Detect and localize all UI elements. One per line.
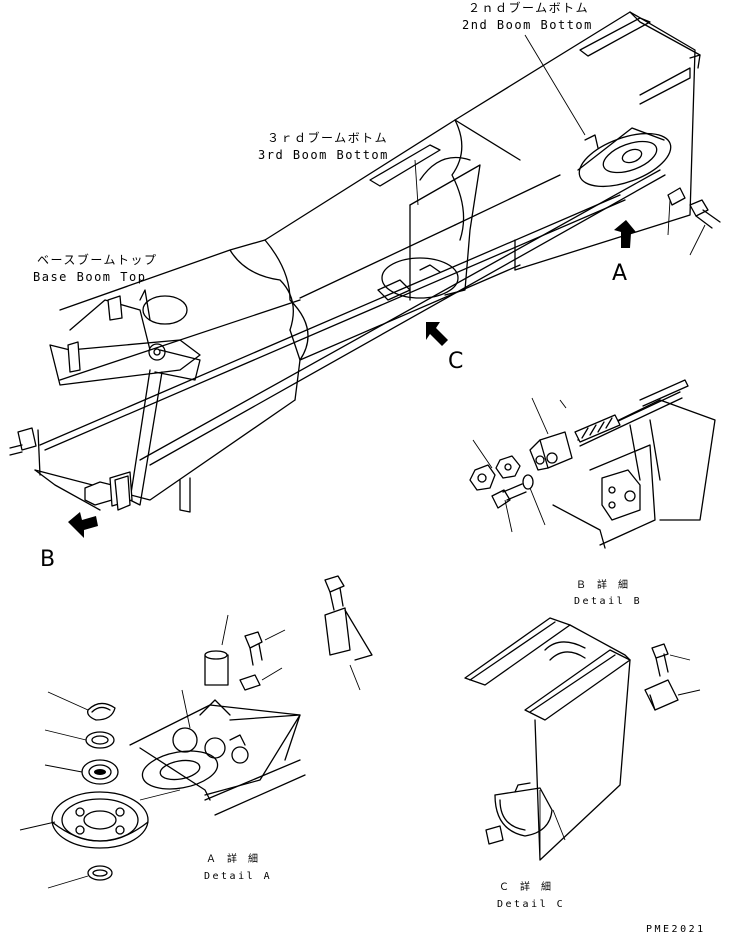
detail-a-drawing [19, 575, 373, 889]
detail-b-drawing [469, 379, 716, 549]
label-base-boom-top: ベースブームトップ Base Boom Top [33, 252, 158, 284]
bolt-a-top [667, 187, 721, 256]
drawing-code: PME2021 [646, 924, 706, 935]
label-3rd-boom-bottom: ３ｒｄブームボトム 3rd Boom Bottom [258, 130, 419, 206]
label-2nd-boom-bottom-jp: ２ｎｄブームボトム [468, 0, 589, 15]
arrow-a [614, 220, 636, 248]
view-marker-b: B [40, 547, 55, 572]
label-3rd-boom-bottom-en: 3rd Boom Bottom [258, 148, 389, 162]
main-boom-assembly [9, 11, 701, 513]
detail-b-label-en: Detail B [574, 596, 642, 607]
detail-c-label-en: Detail C [497, 899, 565, 910]
label-2nd-boom-bottom: ２ｎｄブームボトム 2nd Boom Bottom [462, 0, 593, 136]
view-marker-c: C [448, 349, 463, 374]
arrow-b [68, 512, 98, 538]
view-marker-a: A [612, 261, 627, 286]
detail-c-label-jp: Ｃ 詳 細 [499, 880, 554, 893]
label-base-boom-top-jp: ベースブームトップ [37, 252, 158, 267]
detail-a-label-en: Detail A [204, 871, 272, 882]
label-base-boom-top-en: Base Boom Top [33, 270, 146, 284]
label-3rd-boom-bottom-jp: ３ｒｄブームボトム [267, 130, 388, 145]
detail-b-label-jp: Ｂ 詳 細 [576, 578, 631, 591]
label-2nd-boom-bottom-en: 2nd Boom Bottom [462, 18, 593, 32]
detail-c-drawing [464, 617, 701, 861]
arrow-c [426, 322, 448, 346]
detail-a-label-jp: Ａ 詳 細 [206, 852, 261, 865]
